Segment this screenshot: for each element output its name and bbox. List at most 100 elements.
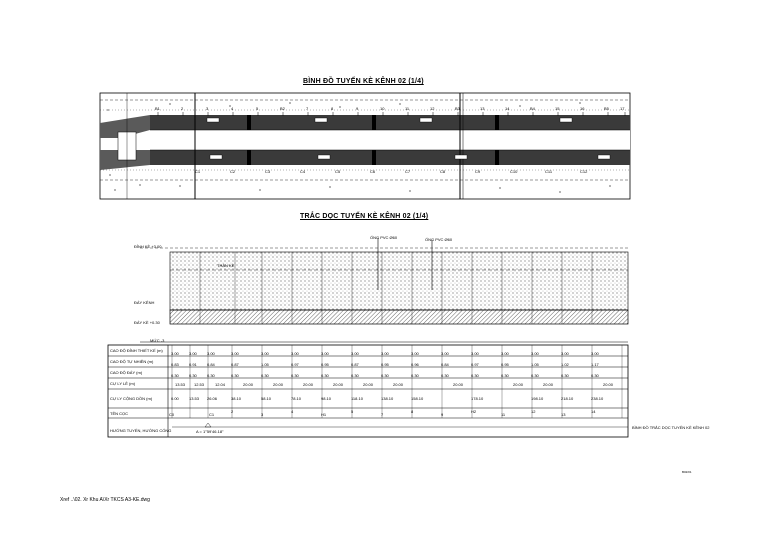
table-cell: 1.05 — [261, 362, 269, 367]
station-label: 2 — [181, 106, 184, 111]
table-cell: 238.10 — [591, 396, 604, 401]
station-label: 16 — [580, 106, 585, 111]
station-label: 17 — [620, 106, 625, 111]
station-label: C7 — [405, 169, 411, 174]
station-label: 11 — [405, 106, 410, 111]
table-cell: 0.30 — [561, 373, 569, 378]
table-cell: 78.10 — [291, 396, 302, 401]
station-label: 13 — [480, 106, 485, 111]
table-cell: 3.00 — [207, 351, 215, 356]
station-label: 4 — [231, 106, 234, 111]
body-callout: THÂN KÈ — [217, 263, 235, 268]
station-label: C2 — [230, 169, 236, 174]
row-label-bottom: CAO ĐỘ ĐÁY (m) — [110, 370, 143, 375]
table-cell: 3 — [261, 412, 264, 417]
table-cell: 3.00 — [261, 351, 269, 356]
table-cell: 1.17 — [591, 362, 599, 367]
table-cell: 158.10 — [411, 396, 424, 401]
station-label: C10 — [510, 169, 518, 174]
table-cell: 0.30 — [321, 373, 329, 378]
table-cell: 1.05 — [531, 362, 539, 367]
crest-level-label: ĐỈNH KÈ +3.00 — [134, 244, 162, 249]
table-cell: 20.00 — [333, 382, 344, 387]
table-cell: 138.10 — [381, 396, 394, 401]
profile-title: TRẮC DỌC TUYẾN KÈ KÊNH 02 (1/4) — [300, 213, 429, 220]
table-cell: 0.30 — [189, 373, 197, 378]
table-cell: 9 — [441, 412, 444, 417]
table-cell: 1.02 — [561, 362, 569, 367]
table-cell: 0.30 — [411, 373, 419, 378]
table-cell: 13.53 — [189, 396, 200, 401]
table-cell: 3.00 — [471, 351, 479, 356]
table-cell: 2 — [231, 409, 234, 414]
table-cell: 26.06 — [207, 396, 218, 401]
plan-title: BÌNH ĐỒ TUYẾN KÈ KÊNH 02 (1/4) — [303, 78, 424, 85]
route-angle-note: A = 1°59'46.18" — [196, 429, 224, 434]
table-cell: 20.00 — [393, 382, 404, 387]
datum-label: MỨC -3 — [150, 338, 165, 343]
table-cell: 0.30 — [441, 373, 449, 378]
station-label: C6 — [370, 169, 376, 174]
row-label-stake: TÊN CỌC — [110, 411, 128, 416]
footer-xref-path: Xref ..\02. Xr Khu A\Xr TKCS A3-KE.dwg — [60, 497, 150, 503]
pipe-callout-1: ỐNG PVC Ø60 — [370, 235, 398, 240]
table-cell: 0.30 — [471, 373, 479, 378]
table-cell: 3.00 — [189, 351, 197, 356]
table-cell: 218.10 — [561, 396, 574, 401]
table-cell: 3.00 — [171, 351, 179, 356]
table-cell: 118.10 — [351, 396, 363, 401]
table-cell: 38.10 — [231, 396, 242, 401]
table-cell: 13 — [561, 412, 566, 417]
table-cell: 12.04 — [215, 382, 226, 387]
table-cell: 7 — [381, 412, 384, 417]
table-cell: 0.30 — [381, 373, 389, 378]
table-cell: 0.84 — [441, 362, 449, 367]
station-label: 3 — [206, 106, 209, 111]
table-cell: 0.91 — [189, 362, 197, 367]
channel-bottom-label: ĐÁY KÊNH — [134, 300, 155, 305]
table-cell: 0.30 — [171, 373, 179, 378]
table-cell: 20.00 — [303, 382, 314, 387]
table-cell: 5 — [351, 409, 354, 414]
table-cell: 0.30 — [591, 373, 599, 378]
pipe-callout-2: ỐNG PVC Ø60 — [425, 237, 453, 242]
table-cell: 11 — [501, 412, 506, 417]
row-label-spacing: CỰ LY LẺ (m) — [110, 381, 136, 386]
station-label: C12 — [580, 169, 588, 174]
table-cell: 0.97 — [291, 362, 299, 367]
table-cell: 3.00 — [291, 351, 299, 356]
table-cell: 0.30 — [531, 373, 539, 378]
table-cell: 58.10 — [261, 396, 272, 401]
table-cell: 20.00 — [363, 382, 374, 387]
table-cell: 0.97 — [471, 362, 479, 367]
table-cell: H1 — [321, 412, 327, 417]
side-note: BÌNH ĐỒ TRẮC DỌC TUYẾN KÈ KÊNH 02 — [632, 425, 710, 430]
table-cell: 14 — [591, 409, 596, 414]
table-cell: 0.83 — [171, 362, 179, 367]
station-label: 9 — [356, 106, 359, 111]
table-cell: 12 — [531, 409, 536, 414]
table-cell: 0.00 — [171, 396, 179, 401]
sheet-stamp: B02/01 — [682, 470, 692, 474]
table-cell: 20.00 — [603, 382, 614, 387]
levee-base-label: ĐÁY KÈ +0.30 — [134, 320, 160, 325]
table-cell: 8 — [411, 409, 414, 414]
station-label: C1 — [195, 169, 201, 174]
table-cell: 178.10 — [471, 396, 484, 401]
table-cell: 3.00 — [351, 351, 359, 356]
table-cell: 0.30 — [291, 373, 299, 378]
table-cell: 20.00 — [513, 382, 524, 387]
table-cell: 3.00 — [411, 351, 419, 356]
station-label: C8 — [440, 169, 446, 174]
table-cell: 0.30 — [207, 373, 215, 378]
table-cell: 98.10 — [321, 396, 332, 401]
station-label: C3 — [265, 169, 271, 174]
table-cell: 3.00 — [231, 351, 239, 356]
table-cell: 20.00 — [543, 382, 554, 387]
table-cell: 20.00 — [273, 382, 284, 387]
table-cell: 0.96 — [411, 362, 419, 367]
table-cell: 0.87 — [351, 362, 359, 367]
station-label: C4 — [300, 169, 306, 174]
table-cell: C1 — [209, 412, 215, 417]
